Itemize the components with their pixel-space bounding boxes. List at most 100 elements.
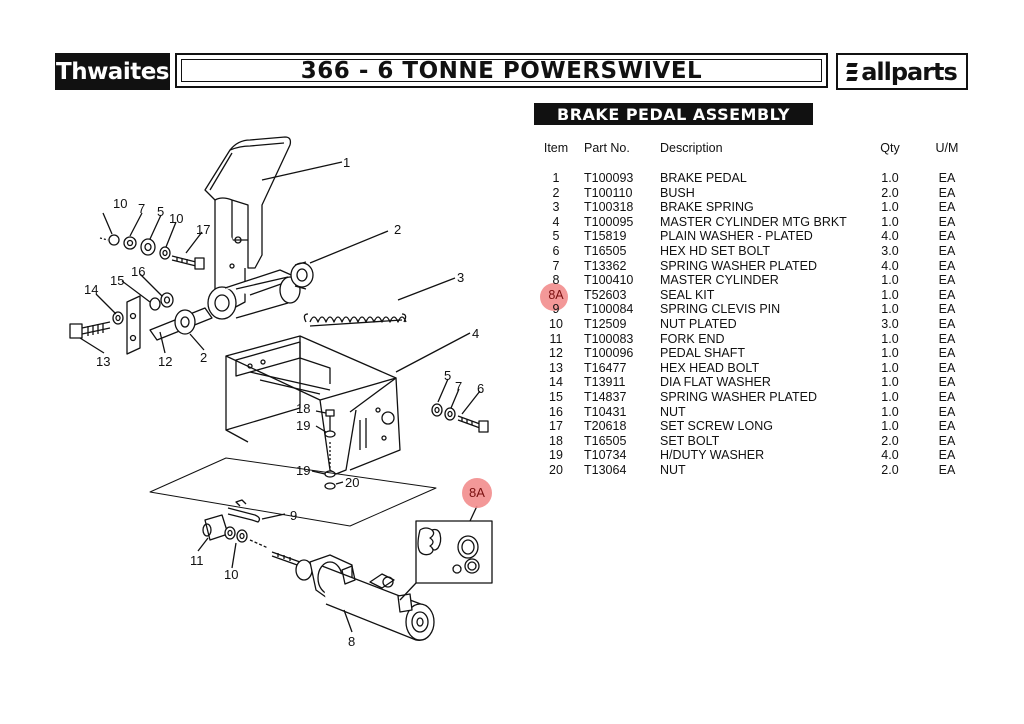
unit: EA [938,171,956,185]
item-number: 9 [552,302,560,317]
part-number: T100096 [584,346,634,361]
allparts-logo: allparts [836,53,968,90]
page-title: 366 - 6 TONNE POWERSWIVEL [181,58,822,84]
part-number: T100084 [584,302,634,317]
description: HEX HD SET BOLT [660,243,770,258]
part-number: T100110 [584,185,633,200]
part-number: T100318 [584,200,634,215]
quantity: 4.0 [881,448,899,463]
part-number: T13362 [584,258,627,273]
unit: EA [938,331,956,346]
description: BRAKE SPRING [660,200,754,215]
description: MASTER CYLINDER MTG BRKT [660,214,847,229]
item-number: 15 [549,389,563,404]
callout-7a: 7 [138,201,145,216]
item-number: 11 [549,331,563,346]
item-number: 16 [549,404,563,419]
callout-18: 18 [296,401,310,416]
unit: EA [938,360,956,375]
seal-kit-highlight [540,283,568,311]
section-title: BRAKE PEDAL ASSEMBLY [534,103,813,125]
unit: EA [938,316,956,331]
description: PEDAL SHAFT [660,346,745,361]
item-number: 4 [552,214,560,229]
callout-17: 17 [196,222,210,237]
quantity: 1.0 [881,331,899,346]
callout-2: 2 [394,222,401,237]
unit: EA [938,302,956,317]
item-number: 17 [549,419,563,434]
callout-10c: 10 [224,567,238,582]
quantity: 2.0 [881,433,899,448]
quantity: 4.0 [881,258,899,273]
callout-5b: 5 [444,368,451,383]
part-number: T100410 [584,273,634,288]
item-number: 2 [552,185,560,200]
callout-19a: 19 [296,418,310,433]
item-number: 8A [548,287,564,302]
part-number: T52603 [584,287,627,302]
description: NUT [660,404,686,419]
parts-table-header: Item Part No. Description Qty U/M [530,141,972,171]
part-number: T10431 [584,404,627,419]
part-number: T100095 [584,214,634,229]
description: SPRING WASHER PLATED [660,389,817,404]
unit: EA [938,273,956,288]
item-number: 12 [549,346,563,361]
part-number: T13064 [584,462,627,477]
description: NUT [660,462,686,477]
description: FORK END [660,331,725,346]
seal-kit-diagram-highlight [462,478,492,508]
column-qty: Qty [880,141,900,155]
quantity: 1.0 [881,389,899,404]
callout-15: 15 [110,273,124,288]
part-number: T13911 [584,375,626,390]
quantity: 1.0 [881,375,899,390]
item-number: 3 [552,200,560,215]
part-number: T100093 [584,171,634,185]
page-title-frame: 366 - 6 TONNE POWERSWIVEL [175,53,828,88]
quantity: 1.0 [881,287,899,302]
callout-8a: 8A [469,485,485,500]
unit: EA [938,433,956,448]
callout-14: 14 [84,282,98,297]
callout-13: 13 [96,354,110,369]
item-number: 19 [549,448,563,463]
callout-6: 6 [477,381,484,396]
column-um: U/M [935,141,959,155]
unit: EA [938,448,956,463]
item-number: 5 [552,229,560,244]
description: SET BOLT [660,433,720,448]
item-number: 10 [549,316,563,331]
quantity: 3.0 [881,243,899,258]
callout-5a: 5 [157,204,164,219]
quantity: 2.0 [881,462,899,477]
column-description: Description [660,141,723,155]
item-number: 20 [549,462,563,477]
item-number: 8 [552,273,560,288]
part-number: T16505 [584,433,627,448]
part-number: T20618 [584,419,627,434]
unit: EA [938,346,956,361]
description: SPRING WASHER PLATED [660,258,817,273]
quantity: 1.0 [881,200,899,215]
quantity: 1.0 [881,302,899,317]
callout-20: 20 [345,475,359,490]
unit: EA [938,404,956,419]
unit: EA [938,287,956,302]
part-number: T16477 [584,360,627,375]
unit: EA [938,200,956,215]
allparts-logo-text: allparts [861,57,958,86]
description: H/DUTY WASHER [660,448,765,463]
